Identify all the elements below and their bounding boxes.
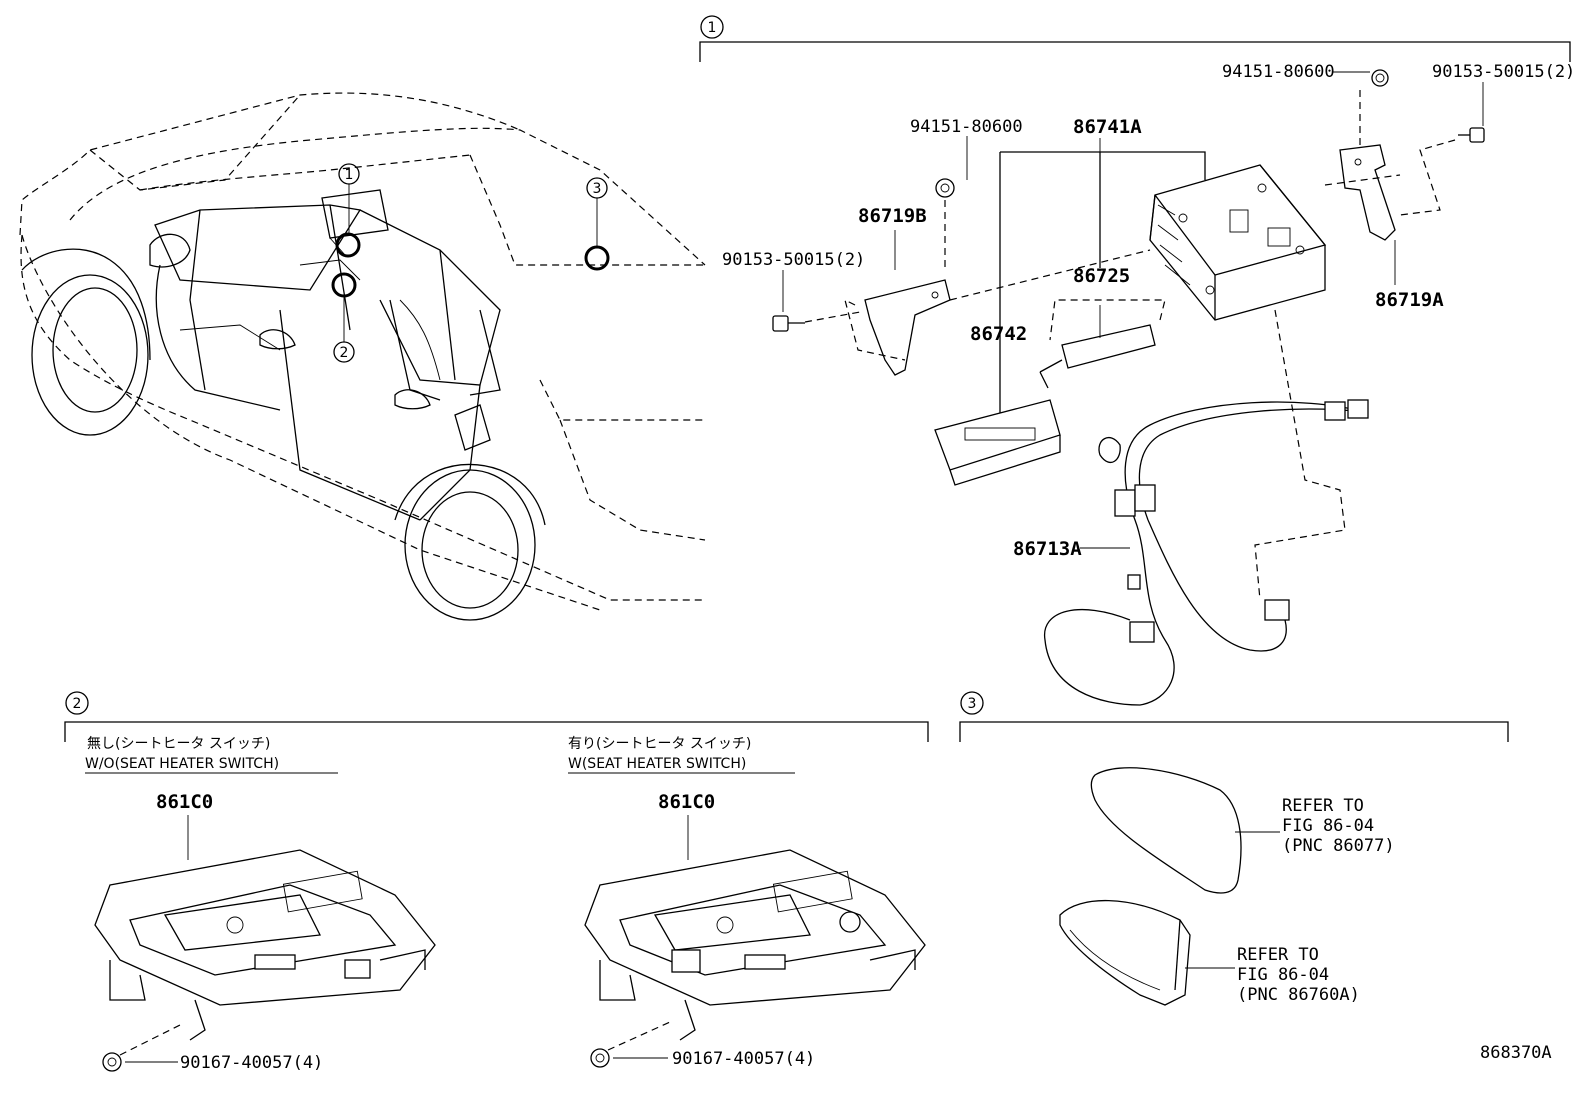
shark-fin-antenna-base <box>1059 899 1191 1006</box>
car-callout-1: 1 <box>338 163 360 234</box>
car-callout-3: 3 <box>586 177 608 247</box>
section-1-header: 1 <box>699 15 1571 62</box>
nut-left-partno: 94151-80600 <box>910 117 1023 137</box>
figure-id: 868370A <box>1480 1043 1552 1063</box>
section-3-number: 3 <box>968 696 977 712</box>
nut-right-icon <box>1371 69 1389 87</box>
bolt-left-partno: 90153-50015(2) <box>722 250 865 270</box>
ref2-line1: REFER TO <box>1237 945 1319 965</box>
callout-1-label: 1 <box>345 167 354 183</box>
wire-harness <box>1044 399 1369 706</box>
screw-left-partno: 90167-40057(4) <box>180 1053 323 1073</box>
screw-right-icon <box>590 1048 610 1068</box>
ref2-line3: (PNC 86760A) <box>1237 985 1360 1005</box>
callout-2-label: 2 <box>340 345 349 361</box>
section2-right-jp-label: 有り(シートヒータ スイッチ) <box>568 736 751 752</box>
callout-3-label: 3 <box>593 181 602 197</box>
overhead-console-left-partno: 861C0 <box>156 791 213 813</box>
bracket-right-partno: 86719A <box>1375 289 1444 311</box>
ref1-line2: FIG 86-04 <box>1282 816 1374 836</box>
section-1-number: 1 <box>708 20 717 36</box>
antenna-module <box>1039 324 1156 389</box>
overhead-console-right <box>584 849 926 1041</box>
assembly-partno: 86741A <box>1073 116 1142 138</box>
nut-left-icon <box>935 178 955 198</box>
bolt-right-icon <box>1458 127 1485 143</box>
section2-left-jp-label: 無し(シートヒータ スイッチ) <box>87 736 270 752</box>
overhead-console-left <box>94 849 436 1041</box>
tcu-partno: 86742 <box>970 323 1027 345</box>
vehicle-illustration <box>19 92 706 621</box>
bracket-left-partno: 86719B <box>858 205 927 227</box>
bolt-right-partno: 90153-50015(2) <box>1432 62 1575 82</box>
bracket-right <box>1339 144 1396 241</box>
shark-fin-antenna-cover <box>1090 767 1242 894</box>
screw-right-partno: 90167-40057(4) <box>672 1049 815 1069</box>
car-callout-2: 2 <box>333 296 355 363</box>
section2-left-en-label: W/O(SEAT HEATER SWITCH) <box>85 756 279 772</box>
ref1-line3: (PNC 86077) <box>1282 836 1395 856</box>
bracket-left <box>864 279 951 376</box>
telematics-unit <box>1149 164 1327 321</box>
tcu-module <box>934 399 1061 486</box>
section-2-header: 2 <box>64 691 929 742</box>
bolt-left-icon <box>772 315 805 332</box>
ref2-line2: FIG 86-04 <box>1237 965 1329 985</box>
section2-right-en-label: W(SEAT HEATER SWITCH) <box>568 756 746 772</box>
section-2-number: 2 <box>73 696 82 712</box>
nut-right-partno: 94151-80600 <box>1222 62 1335 82</box>
antenna-module-partno: 86725 <box>1073 265 1130 287</box>
wire-harness-partno: 86713A <box>1013 538 1082 560</box>
overhead-console-right-partno: 861C0 <box>658 791 715 813</box>
ref1-line1: REFER TO <box>1282 796 1364 816</box>
screw-left-icon <box>102 1052 122 1072</box>
section-3-header: 3 <box>959 691 1509 742</box>
